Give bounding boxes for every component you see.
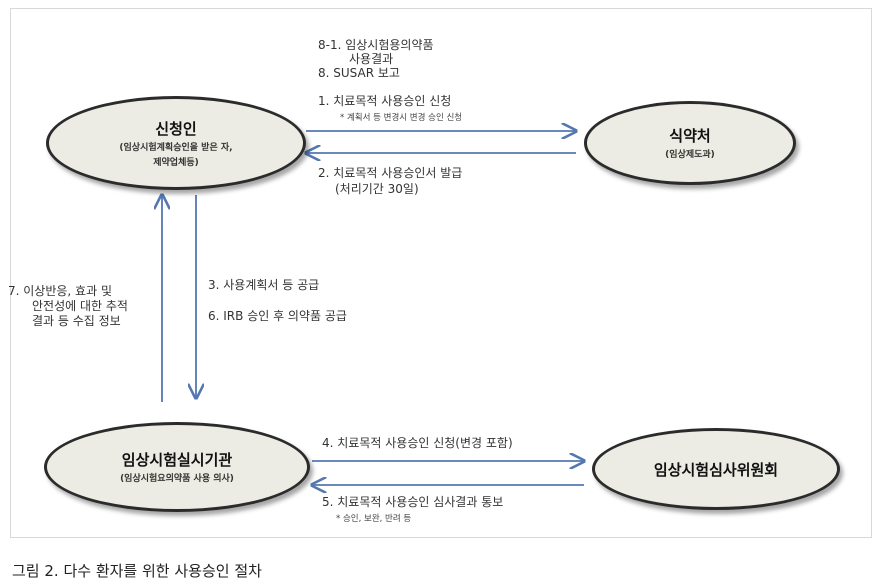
mfds-title: 식약처 bbox=[669, 127, 711, 145]
label-step2-note: (처리기간 30일) bbox=[335, 182, 419, 196]
label-step2: 2. 치료목적 사용승인서 발급 bbox=[318, 166, 463, 180]
label-step4: 4. 치료목적 사용승인 신청(변경 포함) bbox=[322, 436, 513, 450]
label-8-1: 8-1. 임상시험용의약품 bbox=[318, 38, 434, 52]
figure-caption: 그림 2. 다수 환자를 위한 사용승인 절차 bbox=[12, 562, 262, 580]
node-mfds: 식약처 (임상제도과) bbox=[584, 101, 796, 185]
label-step1-note: * 계획서 등 변경시 변경 승인 신청 bbox=[340, 113, 463, 123]
node-institution: 임상시험실시기관 (임상시험요의약품 사용 의사) bbox=[44, 422, 310, 512]
label-8-1-cont: 사용결과 bbox=[349, 52, 394, 66]
institution-title: 임상시험실시기관 bbox=[121, 451, 233, 469]
institution-sub: (임상시험요의약품 사용 의사) bbox=[120, 474, 234, 484]
applicant-title: 신청인 bbox=[155, 119, 197, 138]
label-step5: 5. 치료목적 사용승인 심사결과 통보 bbox=[322, 495, 504, 509]
label-8: 8. SUSAR 보고 bbox=[318, 66, 400, 80]
label-step7-line3: 결과 등 수집 정보 bbox=[32, 314, 121, 328]
mfds-sub: (임상제도과) bbox=[665, 150, 715, 160]
label-step1: 1. 치료목적 사용승인 신청 bbox=[318, 94, 452, 108]
node-irb: 임상시험심사위원회 bbox=[592, 428, 840, 510]
irb-title: 임상시험심사위원회 bbox=[653, 460, 779, 479]
label-step5-note: * 승인, 보완, 반려 등 bbox=[336, 514, 412, 524]
label-step7-line2: 안전성에 대한 추적 bbox=[32, 299, 128, 313]
applicant-sub-1: (임상시험계획승인을 받은 자, bbox=[119, 142, 233, 153]
node-applicant: 신청인 (임상시험계획승인을 받은 자, 제약업체등) bbox=[46, 96, 306, 190]
label-step3: 3. 사용계획서 등 공급 bbox=[208, 278, 320, 292]
label-step6: 6. IRB 승인 후 의약품 공급 bbox=[208, 309, 347, 323]
label-step7-line1: 7. 이상반응, 효과 및 bbox=[8, 284, 112, 298]
applicant-sub-2: 제약업체등) bbox=[153, 157, 199, 168]
